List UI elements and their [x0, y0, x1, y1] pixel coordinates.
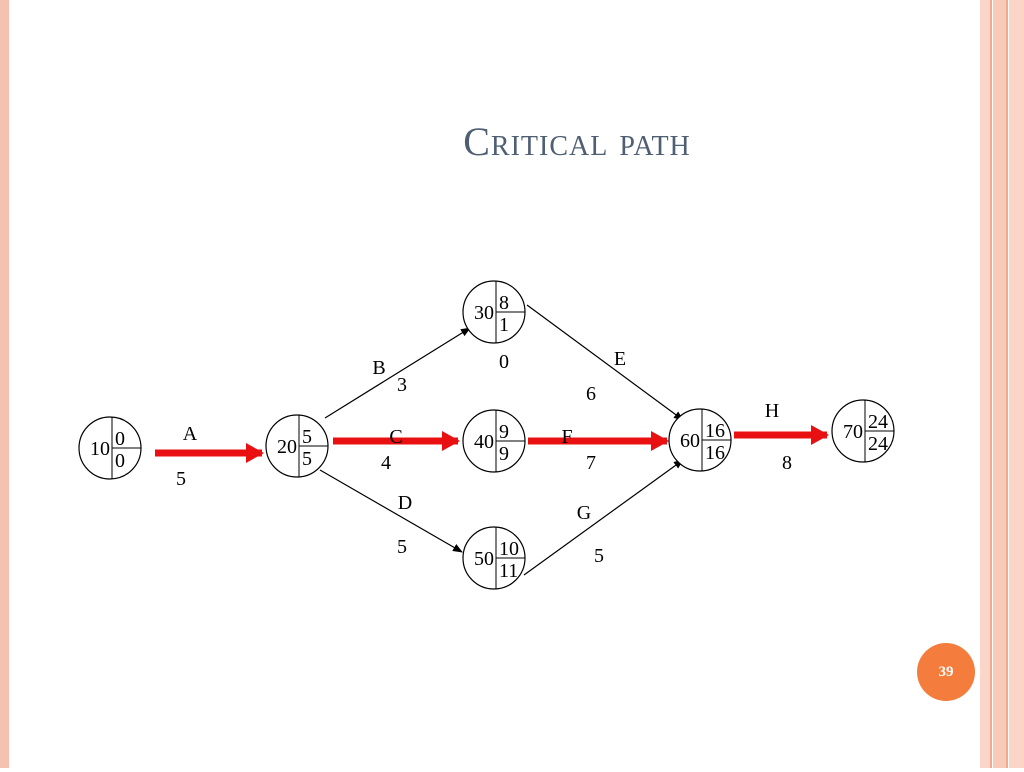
- node-id: 20: [277, 436, 297, 458]
- node-latest-time: 11: [499, 560, 518, 582]
- border-stripes: [980, 0, 1024, 768]
- activity-name-h: H: [765, 400, 779, 422]
- activity-name-c: C: [389, 426, 402, 448]
- node-latest-time: 5: [302, 448, 312, 470]
- activity-arrow-e: [526, 304, 684, 421]
- activity-duration-b: 3: [397, 374, 407, 396]
- slide-number-badge: 39: [917, 643, 975, 701]
- activity-arrow-d: [319, 469, 463, 553]
- activity-name-a: A: [183, 423, 198, 445]
- node-id: 30: [474, 302, 494, 324]
- node-id: 50: [474, 548, 494, 570]
- node-id: 10: [90, 438, 110, 460]
- activity-duration-a: 5: [176, 468, 186, 490]
- node-latest-time: 0: [115, 450, 125, 472]
- activity-name-f: F: [561, 426, 572, 448]
- slide-title: Critical path: [463, 119, 691, 164]
- node-earliest-time: 5: [302, 426, 312, 448]
- activity-name-e: E: [614, 348, 626, 370]
- node-id: 70: [843, 421, 863, 443]
- activity-arrow-b: [324, 327, 471, 419]
- activity-duration-h: 8: [782, 452, 792, 474]
- node-earliest-time: 8: [499, 292, 509, 314]
- activity-duration-c: 4: [381, 452, 391, 474]
- activity-name-d: D: [398, 492, 412, 514]
- node-earliest-time: 16: [705, 420, 725, 442]
- activity-duration-d: 5: [397, 536, 407, 558]
- node-latest-time: 1: [499, 314, 509, 336]
- node-latest-time: 16: [705, 442, 725, 464]
- activity-duration-g: 5: [594, 545, 604, 567]
- node-earliest-time: 24: [868, 411, 888, 433]
- slide-border-left: [0, 0, 9, 768]
- activity-name-g: G: [577, 502, 591, 524]
- slide-border-right: [980, 0, 1024, 768]
- node-latest-time: 9: [499, 443, 509, 465]
- slide-number: 39: [938, 663, 954, 680]
- node-earliest-time: 10: [499, 538, 519, 560]
- node-latest-time: 24: [868, 433, 888, 455]
- node-id: 40: [474, 431, 494, 453]
- activity-duration-f: 7: [586, 452, 596, 474]
- activity-duration-e: 6: [586, 383, 596, 405]
- activity-name-b: B: [372, 357, 385, 379]
- node-earliest-time: 0: [115, 428, 125, 450]
- node-id: 60: [680, 430, 700, 452]
- extra-label: 0: [499, 351, 509, 373]
- edges-layer: [155, 304, 829, 576]
- node-earliest-time: 9: [499, 421, 509, 443]
- activity-arrow-g: [523, 459, 684, 576]
